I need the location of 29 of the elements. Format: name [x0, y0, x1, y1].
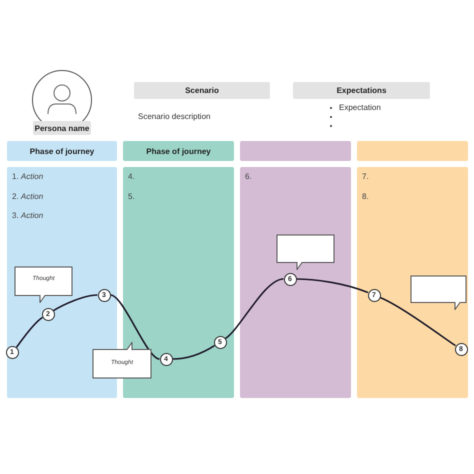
description-text: Scenario description: [138, 112, 210, 121]
journey-curve: [224, 278, 284, 340]
header-bar: [357, 141, 468, 161]
header-box: Persona name: [33, 121, 91, 135]
step-text: 3. Action: [12, 211, 44, 220]
header-box: Scenario: [134, 82, 270, 99]
speech-bubble: [410, 275, 467, 310]
journey-curve: [380, 296, 456, 346]
step-text: 6.: [245, 172, 252, 181]
journey-curve: [296, 278, 368, 294]
step-text: 1. Action: [12, 172, 44, 181]
step-text: 4.: [128, 172, 135, 181]
header-box: Expectations: [293, 82, 430, 99]
header-box: Phase of journey: [123, 141, 234, 161]
phase-column: [357, 167, 468, 398]
speech-bubble: [14, 266, 73, 303]
speech-bubble: [276, 234, 335, 270]
phase-column: [240, 167, 351, 398]
journey-curve: [110, 294, 160, 360]
speech-bubble: [92, 342, 152, 379]
journey-curve: [16, 316, 43, 348]
step-text: 2. Action: [12, 192, 44, 200]
journey-curve: [172, 344, 215, 360]
journey-curve: [53, 294, 98, 312]
step-text: 7.: [362, 172, 369, 181]
header-bar: [240, 141, 351, 161]
header-box: Phase of journey: [7, 141, 117, 161]
step-text: 8.: [362, 192, 369, 200]
step-text: 5.: [128, 192, 135, 200]
